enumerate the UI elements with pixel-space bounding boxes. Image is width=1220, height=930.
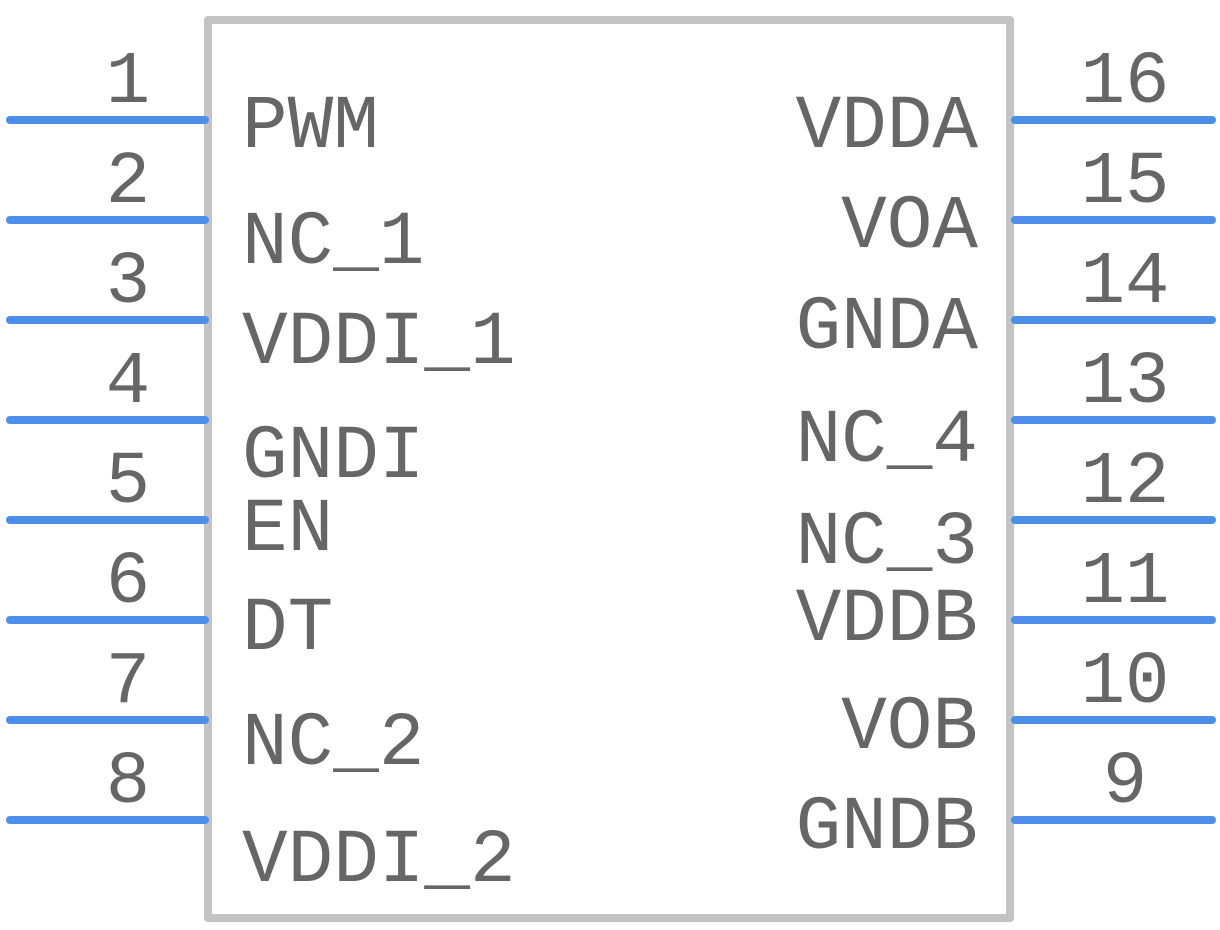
pin-number-1: 1 — [106, 41, 150, 125]
pin-number-10: 10 — [1081, 641, 1170, 725]
pin-label-6: DT — [242, 586, 333, 672]
pin-label-15: VOA — [841, 184, 978, 270]
pin-label-9: GNDB — [796, 785, 978, 871]
pin-label-13: NC_4 — [796, 398, 978, 484]
pin-label-12: NC_3 — [796, 500, 978, 586]
pin-label-16: VDDA — [796, 84, 979, 170]
pin-number-2: 2 — [106, 141, 150, 225]
pin-label-1: PWM — [242, 84, 379, 170]
pin-label-10: VOB — [841, 685, 978, 771]
pin-number-3: 3 — [106, 241, 150, 325]
pin-number-14: 14 — [1081, 241, 1170, 325]
pin-number-8: 8 — [106, 741, 150, 825]
pin-label-2: NC_1 — [242, 200, 424, 286]
pin-label-4: GNDI — [242, 414, 424, 500]
pin-label-14: GNDA — [796, 285, 979, 371]
ic-body-outline — [204, 16, 1014, 922]
pin-label-8: VDDI_2 — [242, 818, 516, 904]
pin-number-6: 6 — [106, 541, 150, 625]
pin-label-5: EN — [242, 487, 333, 573]
pin-label-3: VDDI_1 — [242, 300, 516, 386]
pin-number-4: 4 — [106, 341, 150, 425]
pin-number-9: 9 — [1103, 741, 1147, 825]
pin-number-5: 5 — [106, 441, 150, 525]
pin-number-11: 11 — [1081, 541, 1170, 625]
pin-label-7: NC_2 — [242, 701, 424, 787]
pin-label-11: VDDB — [796, 577, 978, 663]
pin-number-13: 13 — [1081, 341, 1170, 425]
pin-number-12: 12 — [1081, 441, 1170, 525]
pin-number-7: 7 — [106, 641, 150, 725]
pin-number-16: 16 — [1081, 41, 1170, 125]
pin-number-15: 15 — [1081, 141, 1170, 225]
